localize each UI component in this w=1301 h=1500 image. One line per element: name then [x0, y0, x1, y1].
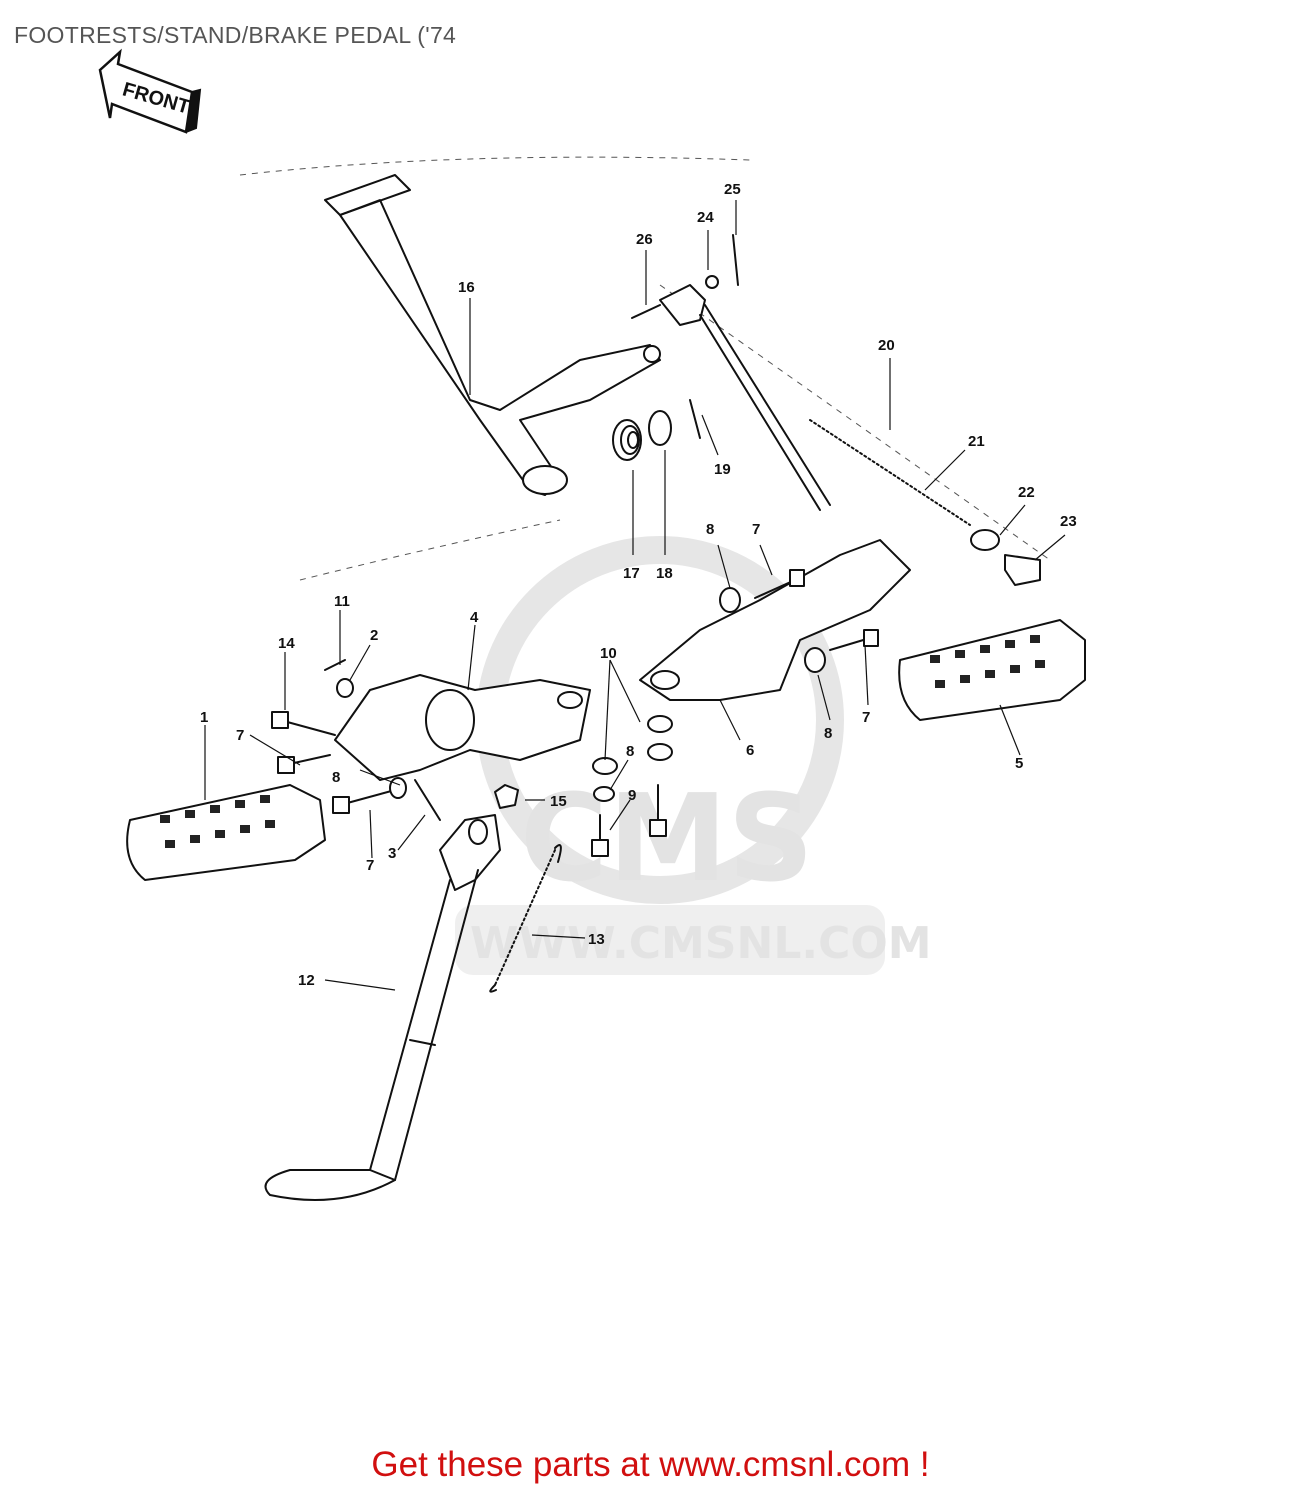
alignment-line-top: [239, 156, 751, 176]
callout-7-right-upper: 7: [752, 521, 760, 538]
watermark-url-plate: [455, 905, 885, 975]
callout-3: 3: [388, 845, 396, 862]
alignment-line-rod: [659, 284, 1051, 561]
callout-7-right-lower: 7: [862, 709, 870, 726]
callout-8-right-lower: 8: [824, 725, 832, 742]
bolts-and-washers: [271, 569, 879, 857]
leader-lines: [204, 200, 1066, 991]
callout-2: 2: [370, 627, 378, 644]
callout-21: 21: [968, 433, 985, 450]
callout-1: 1: [200, 709, 208, 726]
callout-6: 6: [746, 742, 754, 759]
cotter-pin: [689, 399, 701, 439]
callout-11: 11: [334, 593, 350, 610]
callout-18: 18: [656, 565, 673, 582]
left-footrest-bracket: [334, 674, 591, 781]
callout-12: 12: [298, 972, 315, 989]
brake-rod: [631, 234, 831, 511]
brake-pedal: [324, 174, 661, 496]
callout-7-left-upper: 7: [236, 727, 244, 744]
pedal-spring: [612, 419, 642, 461]
callout-26: 26: [636, 231, 653, 248]
callout-20: 20: [878, 337, 895, 354]
callout-16: 16: [458, 279, 475, 296]
right-footrest-bracket: [639, 539, 911, 701]
callout-17: 17: [623, 565, 640, 582]
side-stand: [264, 814, 501, 1201]
callout-19: 19: [714, 461, 731, 478]
callout-8-center: 8: [626, 743, 634, 760]
front-arrow-icon: FRONT: [98, 48, 202, 134]
stand-spring: [489, 844, 562, 993]
rod-adjuster: [1004, 554, 1041, 586]
callout-8-left: 8: [332, 769, 340, 786]
callout-14: 14: [278, 635, 295, 652]
callout-labels: 16 26 24 25 20 21 22 23 19 17 18 8 7 4 1…: [200, 181, 1077, 989]
callout-25: 25: [724, 181, 741, 198]
rod-spring: [809, 419, 971, 526]
callout-7-left-lower: 7: [366, 857, 374, 874]
watermark-brand: CMS: [520, 770, 814, 909]
pedal-washer: [648, 410, 672, 446]
right-footrest-rubber: [898, 619, 1086, 721]
rod-nut: [970, 529, 1000, 551]
callout-9: 9: [628, 787, 636, 804]
callout-22: 22: [1018, 484, 1035, 501]
page-title: FOOTRESTS/STAND/BRAKE PEDAL ('74: [14, 22, 457, 48]
alignment-line-left: [299, 519, 561, 581]
left-footrest-rubber: [126, 784, 326, 881]
callout-15: 15: [550, 793, 567, 810]
callout-5: 5: [1015, 755, 1023, 772]
callout-24: 24: [697, 209, 714, 226]
callout-10: 10: [600, 645, 617, 662]
callout-23: 23: [1060, 513, 1077, 530]
callout-4: 4: [470, 609, 479, 626]
watermark-url: WWW.CMSNL.COM: [470, 918, 932, 969]
callout-13: 13: [588, 931, 605, 948]
callout-8-right-upper: 8: [706, 521, 714, 538]
parts-promo-link[interactable]: Get these parts at www.cmsnl.com !: [371, 1445, 930, 1484]
